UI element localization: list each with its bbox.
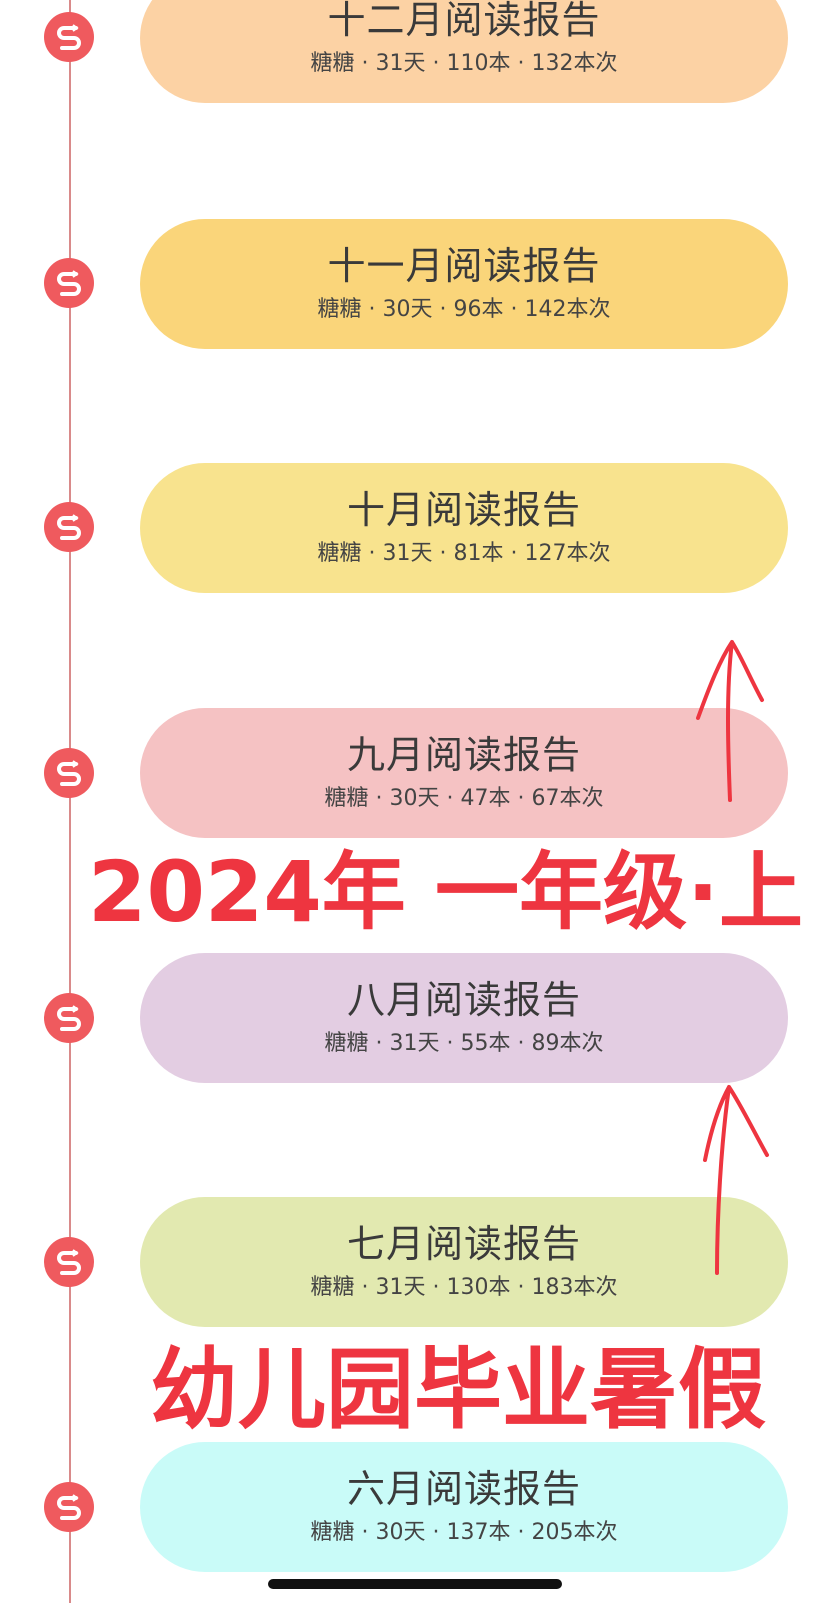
report-title: 十一月阅读报告 bbox=[327, 244, 601, 288]
up-arrow-icon bbox=[703, 1085, 769, 1275]
home-indicator[interactable] bbox=[268, 1579, 562, 1589]
report-meta: 糖糖 · 30天 · 137本 · 205本次 bbox=[310, 1520, 618, 1545]
grade-annotation: 2024年 一年级·上 bbox=[88, 843, 803, 941]
timeline-line bbox=[69, 0, 71, 1603]
s-logo-icon bbox=[44, 1482, 94, 1532]
report-title: 九月阅读报告 bbox=[346, 733, 581, 777]
report-card-november[interactable]: 十一月阅读报告 糖糖 · 30天 · 96本 · 142本次 bbox=[140, 219, 788, 349]
report-card-december[interactable]: 十二月阅读报告 糖糖 · 31天 · 110本 · 132本次 bbox=[140, 0, 788, 103]
report-meta: 糖糖 · 30天 · 96本 · 142本次 bbox=[317, 297, 611, 322]
report-card-september[interactable]: 九月阅读报告 糖糖 · 30天 · 47本 · 67本次 bbox=[140, 708, 788, 838]
report-meta: 糖糖 · 31天 · 130本 · 183本次 bbox=[310, 1275, 618, 1300]
report-title: 七月阅读报告 bbox=[346, 1222, 581, 1266]
report-meta: 糖糖 · 31天 · 55本 · 89本次 bbox=[324, 1031, 604, 1056]
report-title: 十月阅读报告 bbox=[346, 488, 581, 532]
report-meta: 糖糖 · 31天 · 110本 · 132本次 bbox=[310, 51, 618, 76]
report-card-october[interactable]: 十月阅读报告 糖糖 · 31天 · 81本 · 127本次 bbox=[140, 463, 788, 593]
up-arrow-icon bbox=[696, 640, 764, 802]
report-card-june[interactable]: 六月阅读报告 糖糖 · 30天 · 137本 · 205本次 bbox=[140, 1442, 788, 1572]
s-logo-icon bbox=[44, 993, 94, 1043]
report-card-august[interactable]: 八月阅读报告 糖糖 · 31天 · 55本 · 89本次 bbox=[140, 953, 788, 1083]
s-logo-icon bbox=[44, 502, 94, 552]
report-title: 六月阅读报告 bbox=[346, 1467, 581, 1511]
summer-annotation: 幼儿园毕业暑假 bbox=[150, 1338, 767, 1441]
report-meta: 糖糖 · 31天 · 81本 · 127本次 bbox=[317, 541, 611, 566]
report-card-july[interactable]: 七月阅读报告 糖糖 · 31天 · 130本 · 183本次 bbox=[140, 1197, 788, 1327]
s-logo-icon bbox=[44, 1237, 94, 1287]
report-title: 八月阅读报告 bbox=[346, 978, 581, 1022]
s-logo-icon bbox=[44, 12, 94, 62]
s-logo-icon bbox=[44, 748, 94, 798]
s-logo-icon bbox=[44, 258, 94, 308]
report-meta: 糖糖 · 30天 · 47本 · 67本次 bbox=[324, 786, 604, 811]
report-title: 十二月阅读报告 bbox=[327, 0, 601, 42]
